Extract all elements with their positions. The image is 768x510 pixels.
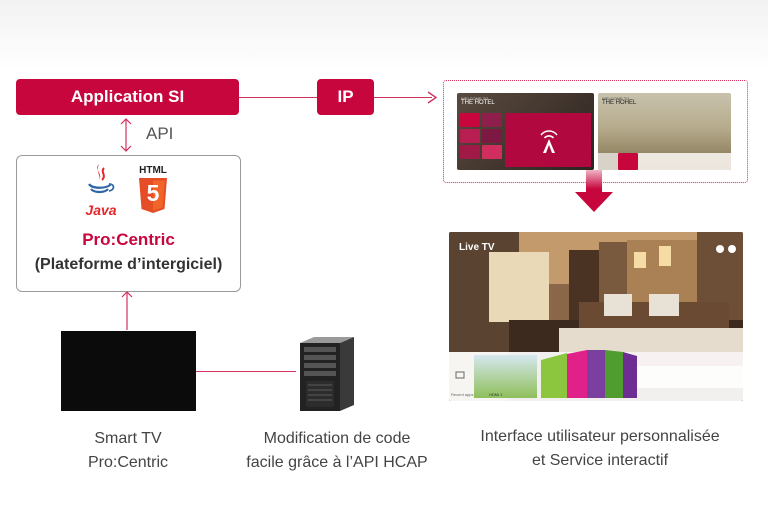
- left-welcome: WELCOME TO: [461, 96, 489, 101]
- middleware-subtitle: (Plateforme d’intergiciel): [34, 256, 223, 273]
- connector-si-to-ip: [239, 97, 317, 98]
- recent-label: Recent apps: [451, 392, 474, 397]
- hotel-ui-screen-right: WELCOME TO THE HOHEL: [598, 93, 731, 170]
- hotel-room-tv-screen: Live TV Recent apps HDMI 1: [449, 232, 743, 401]
- launcher-tiles-strip: [541, 350, 637, 398]
- left-hotel-heading: THE HOTEL: [461, 100, 495, 106]
- screen-nav-prev-icon: [716, 245, 724, 253]
- left-tile-4: [482, 129, 502, 143]
- server-icon: [300, 337, 354, 411]
- ui-caption-line1: Interface utilisateur personnalisée: [480, 428, 720, 445]
- launcher-video-tile: [474, 355, 537, 398]
- hcap-caption-line1: Modification de code: [263, 430, 411, 447]
- html-word: HTML: [139, 165, 167, 176]
- procentric-brand: Pro:Centric: [82, 230, 175, 249]
- middleware-box: Java HTML 5 Pro:Centric (Plateforme d’in…: [16, 155, 241, 292]
- hdmi-label: HDMI 1: [489, 392, 503, 397]
- left-big-tile: [505, 113, 591, 167]
- tv-input-icon: [455, 371, 465, 379]
- down-arrow-icon: [575, 170, 613, 212]
- left-tile-2: [482, 113, 502, 127]
- java-logo-icon: [88, 164, 115, 194]
- connector-tv-to-server: [196, 371, 296, 372]
- screen-nav-next-icon: [728, 245, 736, 253]
- live-tv-label: Live TV: [459, 242, 495, 253]
- left-tile-3: [460, 129, 480, 143]
- left-tile-1: [460, 113, 480, 127]
- left-tile-5: [460, 145, 480, 159]
- wifi-broadcast-icon: [540, 130, 558, 153]
- right-hotel-heading: THE HOHEL: [602, 100, 637, 106]
- html-version: 5: [146, 180, 160, 206]
- html5-shield-icon: [139, 178, 167, 213]
- api-label: API: [146, 124, 174, 143]
- smart-tv-caption: Smart TV Pro:Centric: [48, 427, 208, 475]
- api-double-arrow-icon: [120, 118, 132, 152]
- hcap-caption: Modification de code facile grâce à l’AP…: [222, 427, 452, 475]
- right-menu-tile-1: [598, 153, 618, 170]
- java-word: Java: [85, 202, 117, 218]
- ui-caption-line2: et Service interactif: [531, 452, 669, 469]
- connector-ip-to-screens: [374, 97, 432, 98]
- right-welcome: WELCOME TO: [602, 96, 630, 101]
- ip-box: IP: [317, 79, 374, 115]
- ip-label: IP: [337, 87, 354, 106]
- smart-tv-caption-line2: Pro:Centric: [87, 454, 169, 471]
- application-si-label: Application SI: [70, 87, 185, 106]
- hcap-caption-line2: facile grâce à l’API HCAP: [246, 454, 428, 471]
- left-tile-6: [482, 145, 502, 159]
- ui-caption: Interface utilisateur personnalisée et S…: [448, 425, 752, 473]
- smart-tv-image: [61, 331, 196, 411]
- smart-tv-caption-line1: Smart TV: [94, 430, 162, 447]
- right-menu-tile-active: [618, 153, 638, 170]
- application-si-box: Application SI: [16, 79, 239, 115]
- hotel-ui-screen-left: WELCOME TO THE HOTEL: [457, 93, 594, 170]
- arrow-up-icon: [121, 291, 133, 330]
- arrow-right-icon: [427, 91, 438, 104]
